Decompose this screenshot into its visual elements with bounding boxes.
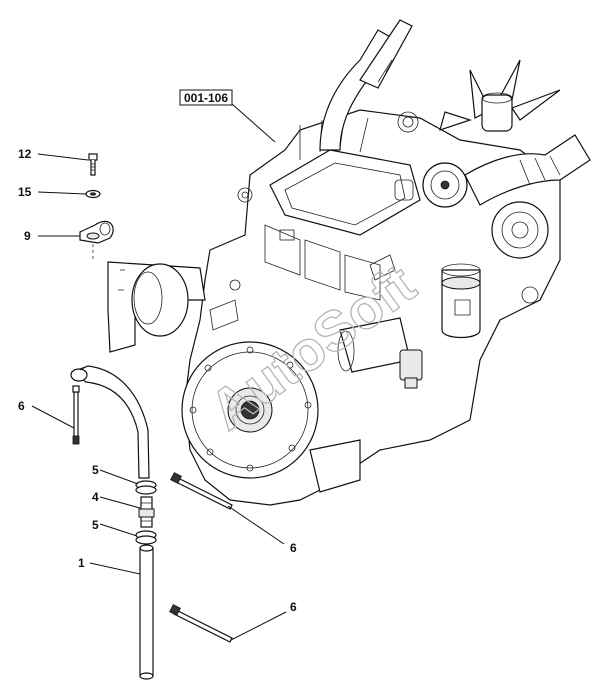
callout-5: 5 — [92, 463, 99, 477]
bolt-part — [88, 153, 98, 176]
callout-15: 15 — [18, 185, 32, 199]
callout-4: 4 — [92, 490, 99, 504]
reference-box — [179, 89, 233, 106]
reference-box-label: 001-106 — [184, 91, 228, 105]
washer-part — [85, 189, 101, 199]
hose-upper-part — [70, 365, 150, 479]
clamp-part — [79, 220, 114, 244]
cable-tie-part — [169, 604, 233, 643]
callout-6: 6 — [18, 399, 25, 413]
callout-1: 1 — [78, 556, 85, 570]
callout-12: 12 — [18, 147, 32, 161]
callout-5: 5 — [92, 518, 99, 532]
callout-6: 6 — [290, 541, 297, 555]
hose-clamp-upper — [135, 480, 157, 495]
cable-tie-part — [72, 385, 80, 445]
hose-clamp-lower — [135, 530, 157, 545]
cable-tie-part — [170, 472, 233, 510]
hose-straight-part — [139, 544, 154, 680]
callout-9: 9 — [24, 229, 31, 243]
callout-6: 6 — [290, 600, 297, 614]
engine-assembly — [107, 19, 591, 506]
callout-leaders — [31, 153, 287, 641]
connector-part — [138, 496, 155, 528]
reference-callout: 001-106 — [179, 89, 276, 143]
